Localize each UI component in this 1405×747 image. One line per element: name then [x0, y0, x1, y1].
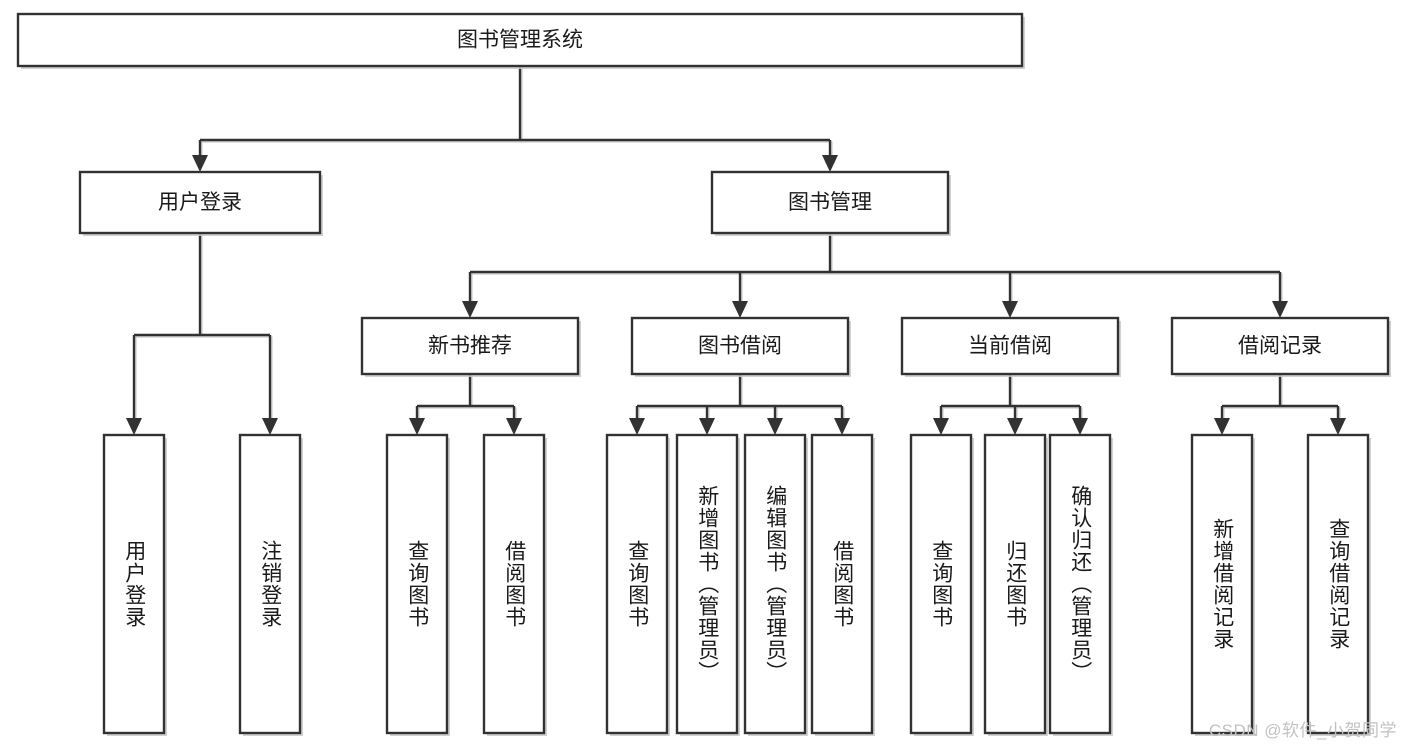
leaf-leaf-add-book-arrowhead	[699, 418, 715, 435]
leaf-leaf-edit-book-arrowhead	[767, 418, 783, 435]
node-label-book-borrow: 图书借阅	[698, 335, 782, 358]
node-rect-leaf-confirm-return	[1048, 433, 1112, 735]
node-label-borrow-record: 借阅记录	[1238, 335, 1322, 358]
leaf-leaf-query-borrow-record-arrowhead	[1330, 418, 1346, 435]
leaf-leaf-query-book-borrow-arrowhead	[629, 418, 645, 435]
node-book-borrow[interactable]	[630, 316, 851, 377]
node-rect-leaf-logout-login	[238, 433, 302, 735]
node-rect-leaf-return-book	[983, 433, 1047, 735]
node-rect-leaf-query-book-borrow	[605, 433, 669, 735]
node-new-book-recommend[interactable]	[360, 316, 581, 377]
node-rect-book-borrow	[630, 316, 850, 376]
node-leaf-edit-book[interactable]	[743, 433, 808, 736]
node-rect-leaf-borrow-book-recommend	[482, 433, 546, 735]
node-rect-root	[16, 12, 1024, 68]
node-rect-leaf-add-borrow-record	[1190, 433, 1254, 735]
node-label-book-management: 图书管理	[788, 191, 872, 214]
root-to-book-management-arrowhead	[822, 155, 838, 172]
node-rect-leaf-query-book-current	[909, 433, 973, 735]
mgmt-to-current-borrow-arrowhead	[1002, 301, 1018, 318]
node-label-current-borrow: 当前借阅	[968, 335, 1052, 358]
mgmt-to-new-book-recommend-arrowhead	[462, 301, 478, 318]
node-label-user-login: 用户登录	[158, 191, 242, 214]
node-rect-borrow-record	[1170, 316, 1390, 376]
node-rect-leaf-query-book-recommend	[385, 433, 449, 735]
node-rect-new-book-recommend	[360, 316, 580, 376]
node-leaf-borrow-book[interactable]	[810, 433, 875, 736]
leaf-leaf-user-login-arrowhead	[126, 418, 142, 435]
node-book-management[interactable]	[710, 170, 951, 236]
node-leaf-logout-login[interactable]	[238, 433, 303, 736]
node-rect-leaf-user-login	[102, 433, 166, 735]
node-root[interactable]	[16, 12, 1025, 69]
node-current-borrow[interactable]	[900, 316, 1121, 377]
leaf-leaf-add-borrow-record-arrowhead	[1214, 418, 1230, 435]
leaf-leaf-confirm-return-arrowhead	[1072, 418, 1088, 435]
node-leaf-confirm-return[interactable]	[1048, 433, 1113, 736]
node-leaf-return-book[interactable]	[983, 433, 1048, 736]
node-leaf-borrow-book-recommend[interactable]	[482, 433, 547, 736]
node-borrow-record[interactable]	[1170, 316, 1391, 377]
node-leaf-query-book-recommend[interactable]	[385, 433, 450, 736]
leaf-leaf-return-book-arrowhead	[1007, 418, 1023, 435]
node-leaf-add-book[interactable]	[675, 433, 740, 736]
node-leaf-user-login[interactable]	[102, 433, 167, 736]
mgmt-to-book-borrow-arrowhead	[732, 301, 748, 318]
node-label-new-book-recommend: 新书推荐	[428, 335, 512, 358]
node-rect-leaf-query-borrow-record	[1306, 433, 1370, 735]
leaf-leaf-logout-login-arrowhead	[262, 418, 278, 435]
box-layer	[16, 12, 1391, 736]
node-rect-leaf-add-book	[675, 433, 739, 735]
leaf-leaf-borrow-book-recommend-arrowhead	[506, 418, 522, 435]
node-leaf-add-borrow-record[interactable]	[1190, 433, 1255, 736]
leaf-leaf-query-book-current-arrowhead	[933, 418, 949, 435]
node-leaf-query-borrow-record[interactable]	[1306, 433, 1371, 736]
node-rect-book-management	[710, 170, 950, 235]
node-rect-leaf-edit-book	[743, 433, 807, 735]
leaf-leaf-borrow-book-arrowhead	[834, 418, 850, 435]
node-leaf-query-book-borrow[interactable]	[605, 433, 670, 736]
node-rect-current-borrow	[900, 316, 1120, 376]
node-rect-user-login	[78, 170, 322, 235]
connector-layer	[126, 66, 1346, 435]
mgmt-to-borrow-record-arrowhead	[1272, 301, 1288, 318]
leaf-leaf-query-book-recommend-arrowhead	[409, 418, 425, 435]
node-leaf-query-book-current[interactable]	[909, 433, 974, 736]
root-to-user-login-arrowhead	[192, 155, 208, 172]
node-user-login[interactable]	[78, 170, 323, 236]
node-label-root: 图书管理系统	[457, 29, 583, 52]
csdn-watermark: CSDN @软件_小贺同学	[1208, 721, 1397, 740]
node-rect-leaf-borrow-book	[810, 433, 874, 735]
